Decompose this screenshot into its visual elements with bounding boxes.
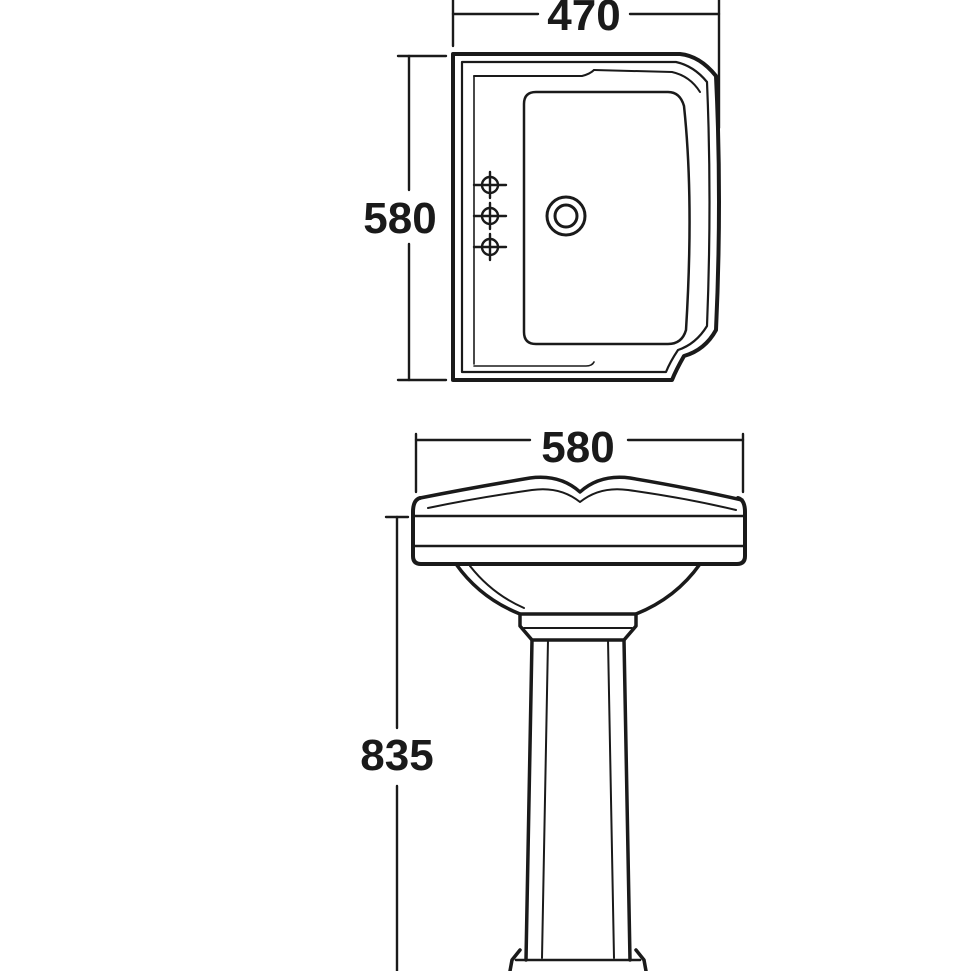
drain-icon xyxy=(545,195,587,237)
basin-bowl xyxy=(522,90,691,346)
front-height-label: 835 xyxy=(360,731,433,780)
dimension-top-depth: 580 xyxy=(363,54,448,382)
top-depth-label: 580 xyxy=(363,194,436,243)
pedestal-column xyxy=(524,638,632,962)
top-width-label: 470 xyxy=(547,0,620,40)
pedestal-capital xyxy=(518,612,638,642)
basin-front-view xyxy=(411,475,747,971)
tap-holes-icon xyxy=(472,170,508,262)
front-width-label: 580 xyxy=(541,423,614,472)
dimension-top-width: 470 xyxy=(451,0,721,130)
dimension-front-height: 835 xyxy=(360,515,434,971)
pedestal-base xyxy=(508,948,648,971)
dimension-front-width: 580 xyxy=(414,423,745,494)
basin-plan-view xyxy=(451,52,721,382)
